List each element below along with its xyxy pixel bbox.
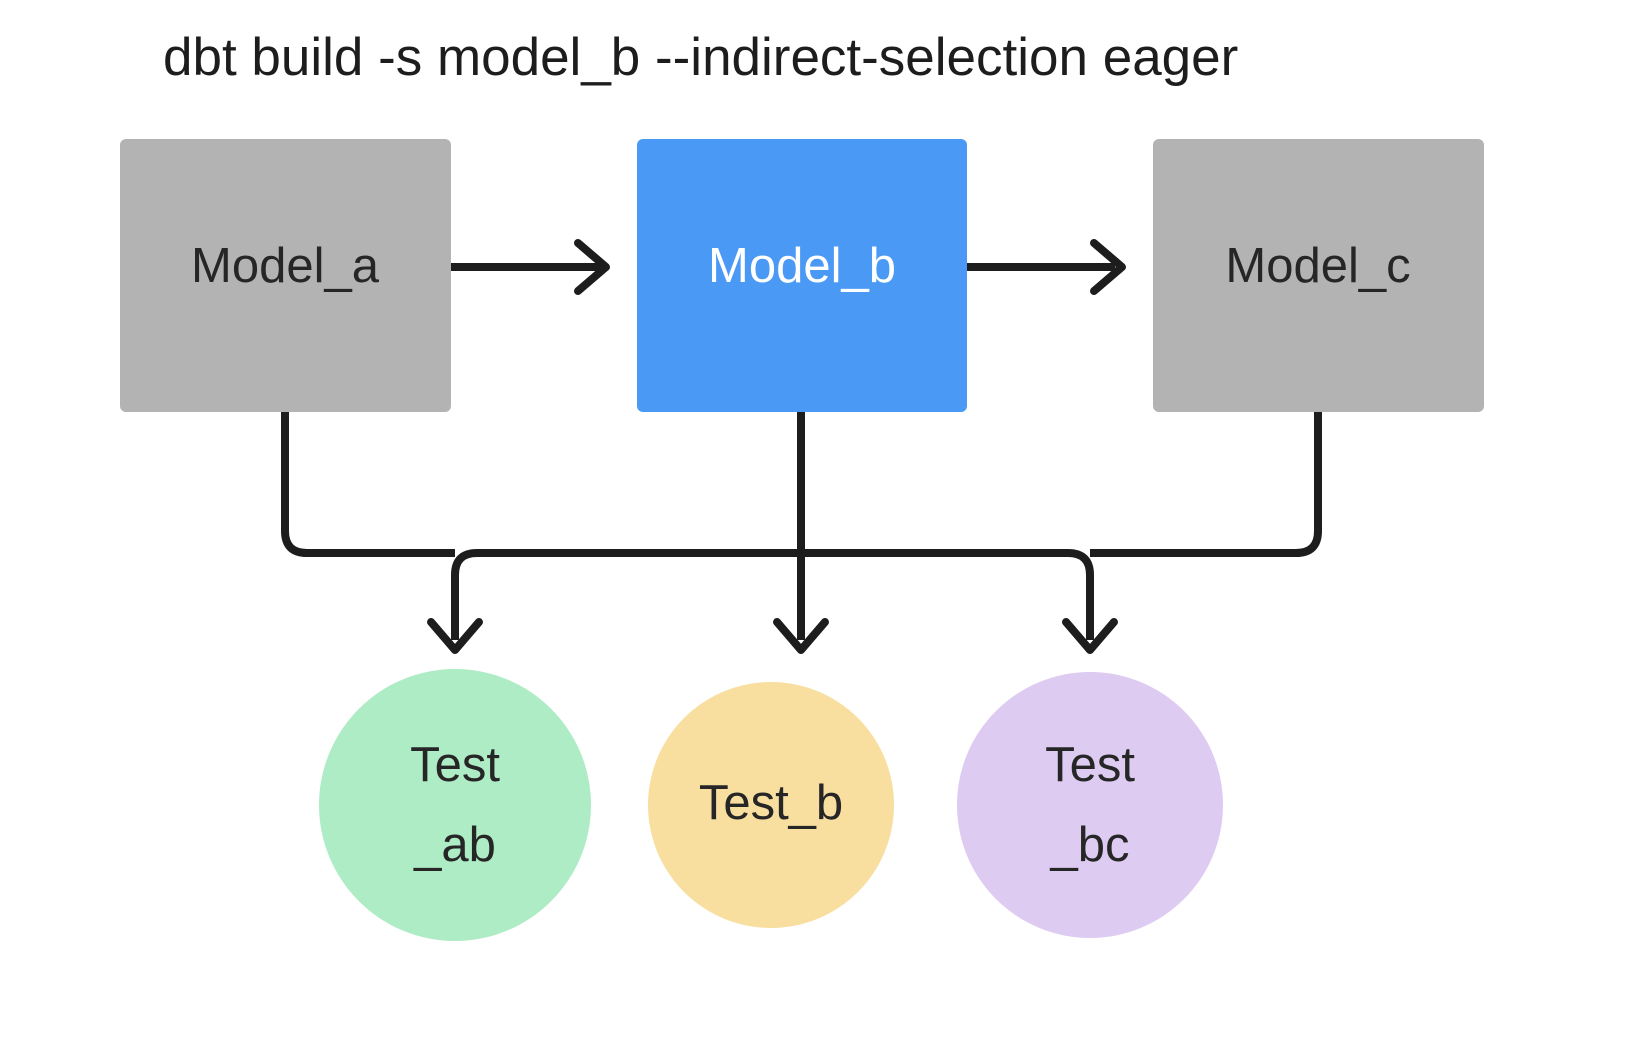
edge-model-b-to-test-b — [773, 412, 829, 654]
node-model-c[interactable]: Model_c — [1153, 139, 1484, 412]
node-model-a[interactable]: Model_a — [120, 139, 451, 412]
edge-model-a-to-test-ab — [281, 412, 455, 557]
test-ab-label-line1: Test — [410, 738, 500, 792]
edge-model-b-to-test-ab — [451, 549, 801, 640]
model-a-label: Model_a — [191, 239, 380, 293]
test-ab-circle[interactable] — [319, 669, 591, 941]
arrowhead-test-ab — [427, 618, 483, 654]
model-b-label: Model_b — [708, 239, 896, 293]
model-a-box[interactable] — [120, 139, 451, 412]
node-model-b[interactable]: Model_b — [637, 139, 967, 412]
model-c-label: Model_c — [1225, 239, 1410, 293]
edge-model-b-to-model-c — [967, 239, 1126, 295]
edge-model-b-to-test-bc — [801, 549, 1094, 640]
test-b-circle[interactable] — [648, 682, 894, 928]
model-b-box[interactable] — [637, 139, 967, 412]
node-test-bc[interactable]: Test _bc — [957, 672, 1223, 938]
test-b-label-line1: Test_b — [699, 776, 843, 830]
test-bc-label-line1: Test — [1045, 738, 1135, 792]
node-test-b[interactable]: Test_b — [648, 682, 894, 928]
model-c-box[interactable] — [1153, 139, 1484, 412]
test-bc-circle[interactable] — [957, 672, 1223, 938]
test-bc-label-line2: _bc — [1049, 818, 1129, 872]
edge-model-a-to-model-b — [451, 239, 610, 295]
page-title: dbt build -s model_b --indirect-selectio… — [163, 28, 1238, 87]
arrowhead-test-bc — [1062, 618, 1118, 654]
test-ab-label-line2: _ab — [413, 818, 496, 872]
edge-model-c-to-test-bc — [1090, 412, 1322, 557]
node-test-ab[interactable]: Test _ab — [319, 669, 591, 941]
